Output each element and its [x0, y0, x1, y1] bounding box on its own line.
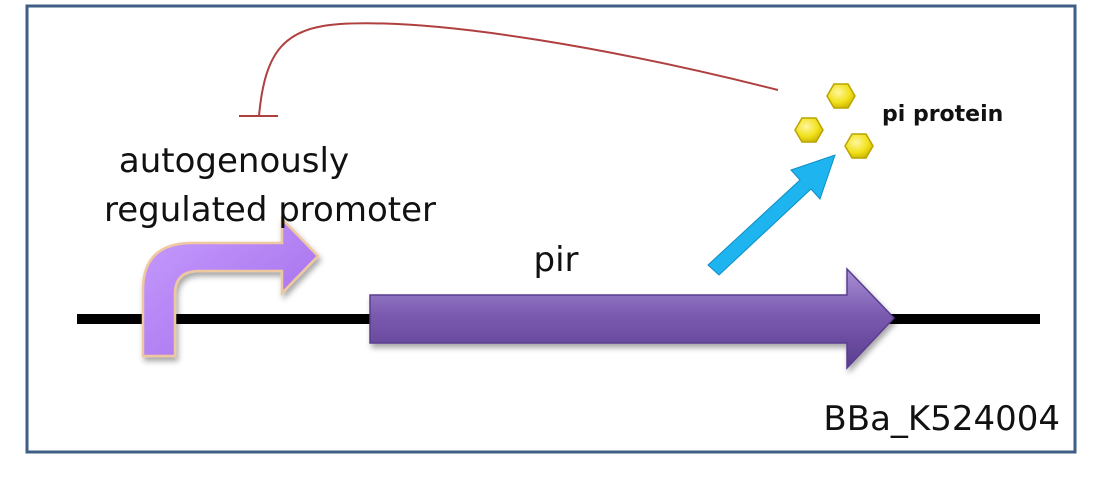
promoter-label-line2: regulated promoter: [104, 190, 436, 230]
bent-arrow-icon: [141, 215, 320, 358]
hexagon-icon: [794, 117, 824, 143]
diagram-frame: [25, 4, 1077, 454]
promoter-label-line1: autogenously: [119, 141, 349, 181]
repression-arc: [258, 22, 779, 117]
protein-cluster: [794, 83, 874, 159]
hexagon-icon: [826, 83, 856, 109]
gene-label: pir: [533, 240, 578, 280]
arrow-up-right-icon: [707, 154, 836, 276]
part-id-label: BBa_K524004: [823, 399, 1060, 439]
block-arrow-icon: [369, 267, 896, 370]
hexagon-icon: [844, 133, 874, 159]
protein-label: pi protein: [882, 102, 1003, 127]
